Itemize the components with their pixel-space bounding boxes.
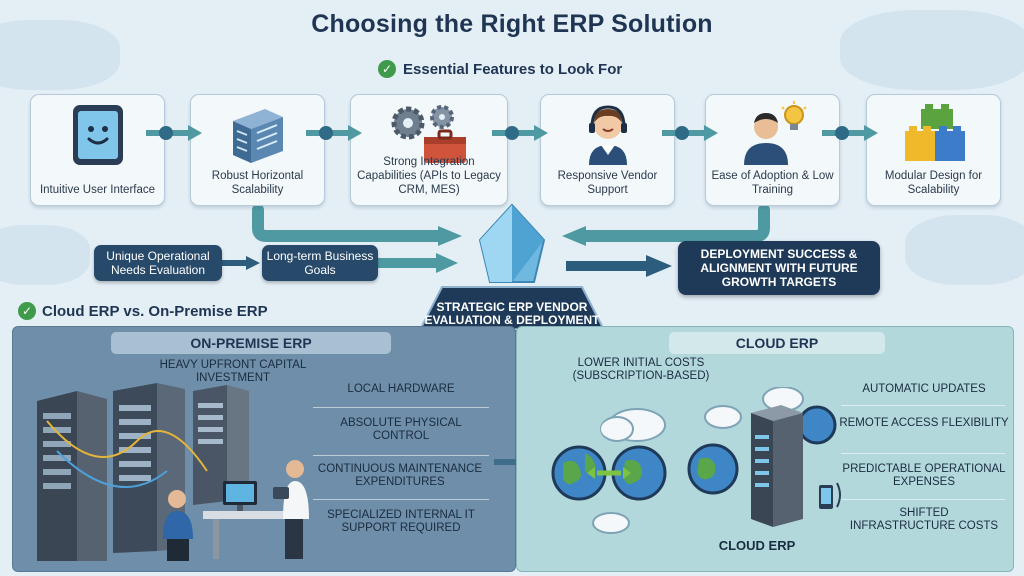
business-goals-box: Long-term Business Goals bbox=[262, 245, 378, 281]
divider bbox=[841, 453, 1005, 454]
deployment-success-box: DEPLOYMENT SUCCESS & ALIGNMENT WITH FUTU… bbox=[678, 241, 880, 295]
feature-label: Ease of Adoption & Low Training bbox=[711, 170, 834, 196]
divider bbox=[841, 499, 1005, 500]
globe-icon bbox=[687, 443, 739, 495]
gears-toolbox-icon bbox=[391, 105, 466, 163]
lower-costs-label: LOWER INITIAL COSTS (SUBSCRIPTION-BASED) bbox=[572, 357, 710, 382]
server-room-illustration bbox=[37, 383, 309, 561]
cloud-feature: PREDICTABLE OPERATIONAL EXPENSES bbox=[842, 463, 1006, 488]
flow-arrow bbox=[578, 204, 770, 242]
cloud-feature: SHIFTED INFRASTRUCTURE COSTS bbox=[849, 507, 999, 532]
feature-label: Strong Integration Capabilities (APIs to… bbox=[357, 156, 501, 196]
world-map-shape bbox=[905, 215, 1024, 285]
feature-label: Robust Horizontal Scalability bbox=[211, 170, 304, 196]
check-icon: ✓ bbox=[18, 302, 36, 320]
features-heading: ✓ Essential Features to Look For bbox=[378, 60, 622, 78]
cloud-title: CLOUD ERP bbox=[669, 332, 885, 354]
divider bbox=[313, 499, 489, 500]
cloud-illustration bbox=[551, 387, 841, 534]
deployment-success-label: DEPLOYMENT SUCCESS & ALIGNMENT WITH FUTU… bbox=[700, 247, 858, 289]
connector-arrow bbox=[662, 125, 718, 141]
phone-icon bbox=[819, 482, 841, 509]
connector-arrow bbox=[822, 125, 878, 141]
on-premise-panel: ON-PREMISE ERP HEAVY UPFRONT CAPITAL INV… bbox=[12, 326, 516, 572]
cloud-icon bbox=[592, 512, 630, 534]
crystal-icon bbox=[478, 203, 546, 283]
feature-card-intuitive-ui: Intuitive User Interface bbox=[30, 94, 165, 206]
connector-arrow bbox=[146, 125, 202, 141]
globe-icon bbox=[551, 445, 607, 501]
feature-card-vendor-support: Responsive Vendor Support bbox=[540, 94, 675, 206]
cloud-feature: REMOTE ACCESS FLEXIBILITY bbox=[839, 417, 1009, 429]
tablet-smiley-icon bbox=[72, 105, 123, 165]
divider bbox=[841, 405, 1005, 406]
features-heading-text: Essential Features to Look For bbox=[403, 60, 623, 78]
onprem-feature: ABSOLUTE PHYSICAL CONTROL bbox=[340, 417, 462, 442]
feature-card-scalability: Robust Horizontal Scalability bbox=[190, 94, 325, 206]
arrowhead bbox=[562, 226, 586, 246]
support-agent-icon bbox=[588, 105, 627, 165]
decision-label: STRATEGIC ERP VENDOR EVALUATION & DEPLOY… bbox=[424, 300, 600, 340]
page-title: Choosing the Right ERP Solution bbox=[311, 10, 713, 38]
connector-arrow bbox=[306, 125, 362, 141]
divider bbox=[313, 407, 489, 408]
world-map-shape bbox=[0, 20, 120, 90]
feature-label: Intuitive User Interface bbox=[39, 184, 156, 196]
operational-needs-box: Unique Operational Needs Evaluation bbox=[94, 245, 222, 281]
feature-card-ease-adoption: Ease of Adoption & Low Training bbox=[705, 94, 840, 206]
it-worker-icon bbox=[273, 460, 309, 559]
check-icon: ✓ bbox=[378, 60, 396, 78]
arrowhead bbox=[246, 256, 260, 270]
business-goals-label: Long-term Business Goals bbox=[266, 249, 374, 277]
cloud-panel: CLOUD ERP LOWER INITIAL COSTS (SUBSCRIPT… bbox=[516, 326, 1014, 572]
feature-card-integration: Strong Integration Capabilities (APIs to… bbox=[350, 94, 508, 206]
it-worker-icon bbox=[163, 490, 193, 561]
server-rack-icon bbox=[37, 391, 107, 561]
server-rack-icon bbox=[113, 383, 185, 553]
upfront-capital-label: HEAVY UPFRONT CAPITAL INVESTMENT bbox=[159, 359, 307, 384]
divider bbox=[313, 455, 489, 456]
world-map-shape bbox=[0, 225, 90, 285]
operational-needs-label: Unique Operational Needs Evaluation bbox=[106, 249, 210, 277]
arrowhead bbox=[646, 255, 672, 277]
arrowhead bbox=[438, 226, 462, 246]
feature-label: Modular Design for Scalability bbox=[884, 170, 983, 196]
comparison-heading-text: Cloud ERP vs. On-Premise ERP bbox=[42, 302, 268, 320]
cloud-server-icon bbox=[751, 405, 803, 527]
connector-arrow bbox=[492, 125, 548, 141]
comparison-heading: ✓ Cloud ERP vs. On-Premise ERP bbox=[18, 302, 268, 320]
onprem-feature: SPECIALIZED INTERNAL IT SUPPORT REQUIRED bbox=[327, 509, 475, 534]
flow-arrow bbox=[252, 204, 446, 242]
cloud-footer-label: CLOUD ERP bbox=[718, 538, 796, 553]
server-stack-icon bbox=[232, 109, 283, 163]
feature-label: Responsive Vendor Support bbox=[557, 170, 658, 196]
onprem-feature: CONTINUOUS MAINTENANCE EXPENDITURES bbox=[317, 463, 483, 488]
cloud-feature: AUTOMATIC UPDATES bbox=[862, 383, 986, 395]
arrowhead bbox=[436, 253, 458, 273]
lightbulb-user-icon bbox=[743, 101, 807, 165]
onprem-feature: LOCAL HARDWARE bbox=[347, 383, 455, 395]
world-map-shape bbox=[840, 10, 1024, 90]
building-blocks-icon bbox=[904, 104, 965, 161]
on-premise-title: ON-PREMISE ERP bbox=[111, 332, 391, 354]
server-rack-icon bbox=[193, 385, 249, 505]
globe-icon bbox=[797, 405, 837, 445]
feature-card-modular: Modular Design for Scalability bbox=[866, 94, 1001, 206]
cloud-icon bbox=[600, 408, 666, 442]
